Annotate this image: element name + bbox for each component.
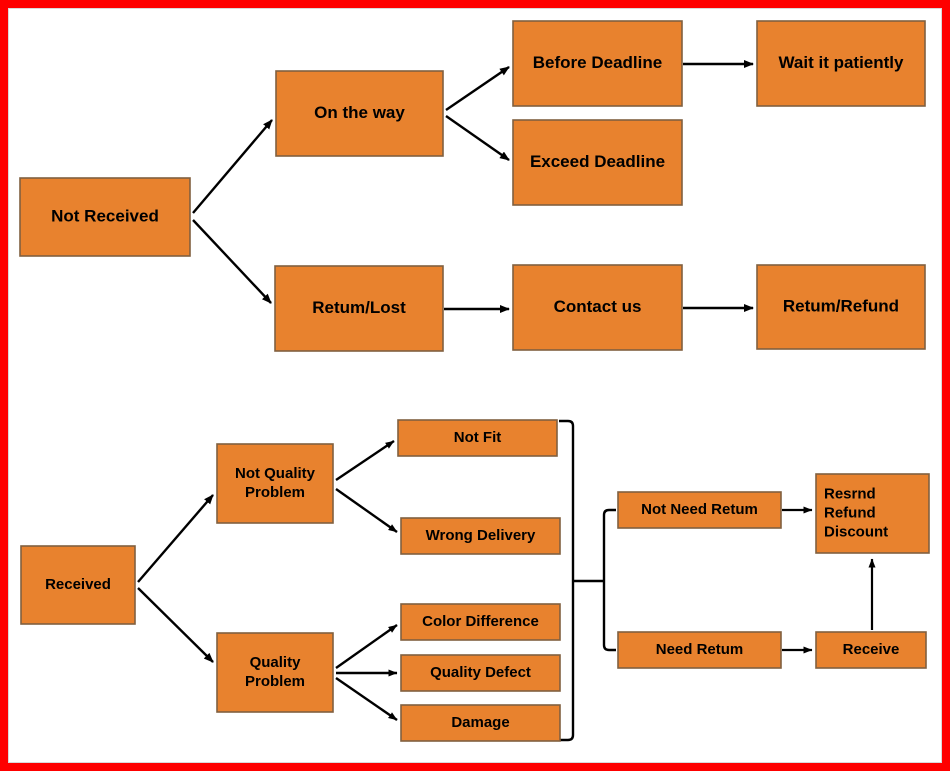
node-box-not-received[interactable]	[19, 177, 191, 257]
node-not-need-return[interactable]: Not Need Retum	[617, 491, 782, 529]
node-label-resrnd-refund-discount: Refund	[824, 504, 876, 521]
node-box-resrnd-refund-discount[interactable]	[815, 473, 930, 554]
node-contact-us[interactable]: Contact us	[512, 264, 683, 351]
node-label-damage: Damage	[451, 714, 509, 731]
edges-layer	[137, 60, 876, 742]
node-damage[interactable]: Damage	[400, 704, 561, 742]
node-label-color-difference: Color Difference	[422, 613, 539, 630]
edge-on-the-way-to-before-deadline	[445, 66, 510, 111]
node-label-return-refund: Retum/Refund	[783, 296, 899, 315]
node-box-wrong-delivery[interactable]	[400, 517, 561, 555]
node-label-on-the-way: On the way	[314, 103, 405, 122]
node-box-quality-problem[interactable]	[216, 632, 334, 713]
node-box-not-quality-problem[interactable]	[216, 443, 334, 524]
node-label-exceed-deadline: Exceed Deadline	[530, 152, 665, 171]
node-exceed-deadline[interactable]: Exceed Deadline	[512, 119, 683, 206]
nodes-layer: Not Received On the way Before Deadline Wai…	[19, 20, 930, 742]
node-label-not-fit: Not Fit	[454, 429, 501, 446]
node-label-receive: Receive	[843, 641, 900, 658]
node-box-not-fit[interactable]	[397, 419, 558, 457]
node-return-refund[interactable]: Retum/Refund	[756, 264, 926, 350]
node-before-deadline[interactable]: Before Deadline	[512, 20, 683, 107]
edge-on-the-way-to-exceed-deadline	[445, 115, 510, 161]
edge-not-received-to-return-lost	[192, 219, 272, 304]
node-box-not-need-return[interactable]	[617, 491, 782, 529]
node-label-quality-problem: Problem	[245, 673, 305, 690]
node-label-return-lost: Retum/Lost	[312, 298, 406, 317]
node-label-wrong-delivery: Wrong Delivery	[426, 527, 536, 544]
edge-not-received-to-on-the-way	[192, 119, 273, 214]
edge-received-to-not-quality-problem	[137, 494, 214, 583]
edge-split-to-need-return	[602, 581, 616, 652]
node-label-not-need-return: Not Need Retum	[641, 501, 758, 518]
node-box-damage[interactable]	[400, 704, 561, 742]
node-box-received[interactable]	[20, 545, 136, 625]
node-box-contact-us[interactable]	[512, 264, 683, 351]
node-quality-defect[interactable]: Quality Defect	[400, 654, 561, 692]
node-label-need-return: Need Retum	[656, 641, 744, 658]
node-label-received: Received	[45, 576, 111, 593]
node-receive[interactable]: Receive	[815, 631, 927, 669]
edge-not-quality-problem-to-not-fit	[335, 440, 395, 481]
bracket-issue-types	[559, 419, 575, 742]
node-color-difference[interactable]: Color Difference	[400, 603, 561, 641]
node-box-wait-it-patiently[interactable]	[756, 20, 926, 107]
node-box-return-lost[interactable]	[274, 265, 444, 352]
node-box-color-difference[interactable]	[400, 603, 561, 641]
node-wait-it-patiently[interactable]: Wait it patiently	[756, 20, 926, 107]
node-need-return[interactable]: Need Retum	[617, 631, 782, 669]
node-label-quality-problem: Quality	[250, 654, 302, 671]
node-label-quality-defect: Quality Defect	[430, 664, 531, 681]
node-label-resrnd-refund-discount: Discount	[824, 524, 888, 541]
node-label-not-quality-problem: Not Quality	[235, 465, 316, 482]
node-box-return-refund[interactable]	[756, 264, 926, 350]
edge-split-to-not-need-return	[602, 508, 616, 581]
node-label-contact-us: Contact us	[554, 297, 642, 316]
node-label-not-received: Not Received	[51, 206, 159, 225]
node-not-received[interactable]: Not Received	[19, 177, 191, 257]
node-box-on-the-way[interactable]	[275, 70, 444, 157]
node-wrong-delivery[interactable]: Wrong Delivery	[400, 517, 561, 555]
node-box-receive[interactable]	[815, 631, 927, 669]
edge-not-quality-problem-to-wrong-delivery	[335, 488, 398, 533]
node-box-exceed-deadline[interactable]	[512, 119, 683, 206]
node-box-quality-defect[interactable]	[400, 654, 561, 692]
node-label-not-quality-problem: Problem	[245, 484, 305, 501]
node-received[interactable]: Received	[20, 545, 136, 625]
node-label-resrnd-refund-discount: Resrnd	[824, 485, 876, 502]
node-box-before-deadline[interactable]	[512, 20, 683, 107]
node-box-need-return[interactable]	[617, 631, 782, 669]
edge-quality-problem-to-color-difference	[335, 624, 398, 669]
node-label-wait-it-patiently: Wait it patiently	[779, 53, 905, 72]
node-return-lost[interactable]: Retum/Lost	[274, 265, 444, 352]
edge-quality-problem-to-damage	[335, 677, 398, 721]
edge-received-to-quality-problem	[137, 587, 214, 663]
node-label-before-deadline: Before Deadline	[533, 53, 662, 72]
node-on-the-way[interactable]: On the way	[275, 70, 444, 157]
node-not-fit[interactable]: Not Fit	[397, 419, 558, 457]
